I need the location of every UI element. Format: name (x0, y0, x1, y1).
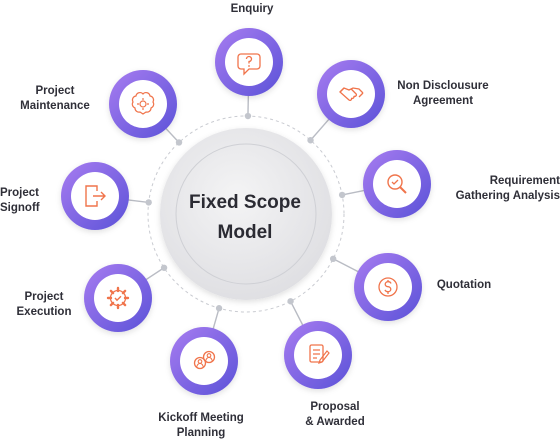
handshake-icon (339, 87, 364, 101)
connector-dot-enquiry (244, 112, 252, 120)
label-quotation-line1: Quotation (436, 279, 492, 291)
connector-kickoff (212, 308, 220, 331)
label-nda-line1: Non Disclousure (397, 80, 489, 92)
label-execution-line2: Execution (16, 306, 72, 318)
connector-dot-kickoff (215, 305, 223, 312)
exit-door-icon (85, 185, 106, 207)
dollar-coin-icon (378, 277, 398, 297)
label-maintenance-line2: Maintenance (20, 100, 90, 112)
step-node-kickoff (170, 327, 238, 395)
connector-maintenance (164, 126, 180, 143)
brain-gear-icon (131, 92, 155, 115)
step-node-proposal (284, 321, 352, 389)
step-node-quotation (354, 253, 422, 321)
label-execution-line1: Project (24, 291, 64, 303)
connectors (126, 93, 366, 331)
step-inner-execution (94, 274, 142, 322)
connector-dot-execution (160, 264, 168, 271)
connector-proposal (289, 300, 305, 327)
dashed-orbit (147, 115, 345, 313)
label-execution: Project Execution (6, 290, 82, 320)
label-maintenance: Project Maintenance (10, 84, 100, 114)
connector-dot-maintenance (175, 139, 183, 146)
gear-check-icon (106, 286, 130, 310)
connector-dot-proposal (287, 298, 294, 305)
label-proposal-line1: Proposal (310, 401, 360, 413)
connector-dot-quotation (329, 255, 337, 263)
label-kickoff: Kickoff Meeting Planning (146, 411, 256, 441)
center-circle (160, 128, 332, 300)
center-inner-ring (175, 143, 317, 285)
label-kickoff-line2: Planning (176, 427, 226, 439)
step-node-execution (84, 264, 152, 332)
step-node-maintenance (109, 70, 177, 138)
connector-requirement (341, 189, 366, 196)
label-proposal-line2: & Awarded (305, 416, 365, 428)
connector-dot-nda (307, 137, 314, 144)
label-signoff-line2: Signoff (0, 202, 40, 214)
label-requirement-line1: Requirement (489, 175, 560, 187)
connector-execution (144, 267, 165, 282)
connector-signoff (126, 199, 149, 204)
step-node-signoff (61, 162, 129, 230)
label-quotation: Quotation (432, 278, 496, 293)
label-requirement: Requirement Gathering Analysis (444, 174, 560, 204)
label-requirement-line2: Gathering Analysis (455, 190, 560, 202)
step-inner-proposal (294, 331, 342, 379)
step-node-enquiry (215, 28, 283, 96)
step-node-nda (317, 60, 385, 128)
center-title-line1: Fixed Scope (189, 192, 301, 213)
document-pen-icon (309, 344, 330, 364)
step-inner-nda (327, 70, 375, 118)
connector-dot-signoff (145, 199, 152, 206)
magnifier-check-icon (387, 174, 407, 194)
label-signoff-line1: Project (0, 187, 39, 199)
step-inner-kickoff (180, 337, 228, 385)
center-title: Fixed Scope Model (170, 188, 320, 248)
people-icon (193, 350, 216, 370)
label-nda-line2: Agreement (412, 95, 474, 107)
label-nda: Non Disclousure Agreement (383, 79, 503, 109)
label-signoff: Project Signoff (0, 186, 50, 216)
label-enquiry: Enquiry (224, 2, 280, 17)
label-enquiry-line1: Enquiry (230, 3, 274, 15)
center-title-line2: Model (217, 222, 273, 243)
label-proposal: Proposal & Awarded (292, 400, 378, 430)
connector-quotation (332, 258, 360, 273)
step-nodes (61, 28, 431, 395)
step-inner-requirement (373, 160, 421, 208)
step-node-requirement (363, 150, 431, 218)
label-maintenance-line1: Project (35, 85, 75, 97)
step-inner-maintenance (119, 80, 167, 128)
connector-nda (310, 117, 331, 141)
label-kickoff-line1: Kickoff Meeting (158, 412, 244, 424)
question-bubble-icon (237, 53, 261, 76)
connector-dot-requirement (338, 191, 346, 199)
